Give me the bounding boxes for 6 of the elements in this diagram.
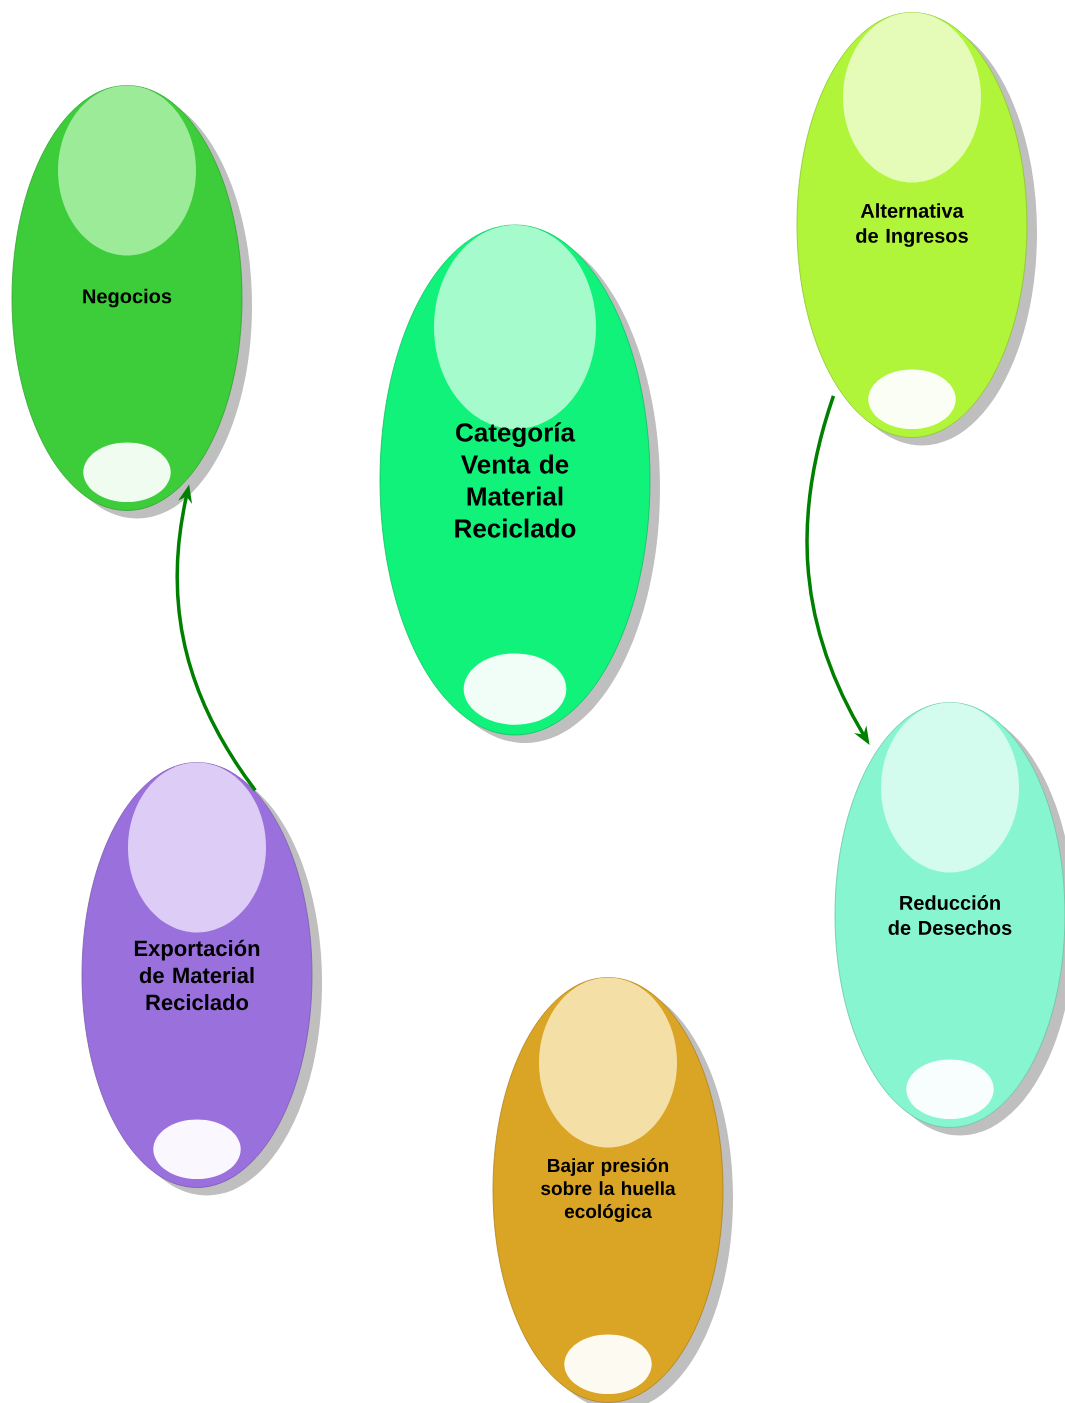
ellipse-node: Negocios <box>11 85 252 519</box>
ellipse-node: Reducción de Desechos <box>834 702 1065 1136</box>
ellipse-node: Bajar presión sobre la huella ecológica <box>492 977 733 1403</box>
ellipse-node: Alternativa de Ingresos <box>796 12 1037 446</box>
ellipse-node: Categoría Venta de Material Reciclado <box>379 224 660 743</box>
ellipse-node: Exportación de Material Reciclado <box>81 762 322 1196</box>
